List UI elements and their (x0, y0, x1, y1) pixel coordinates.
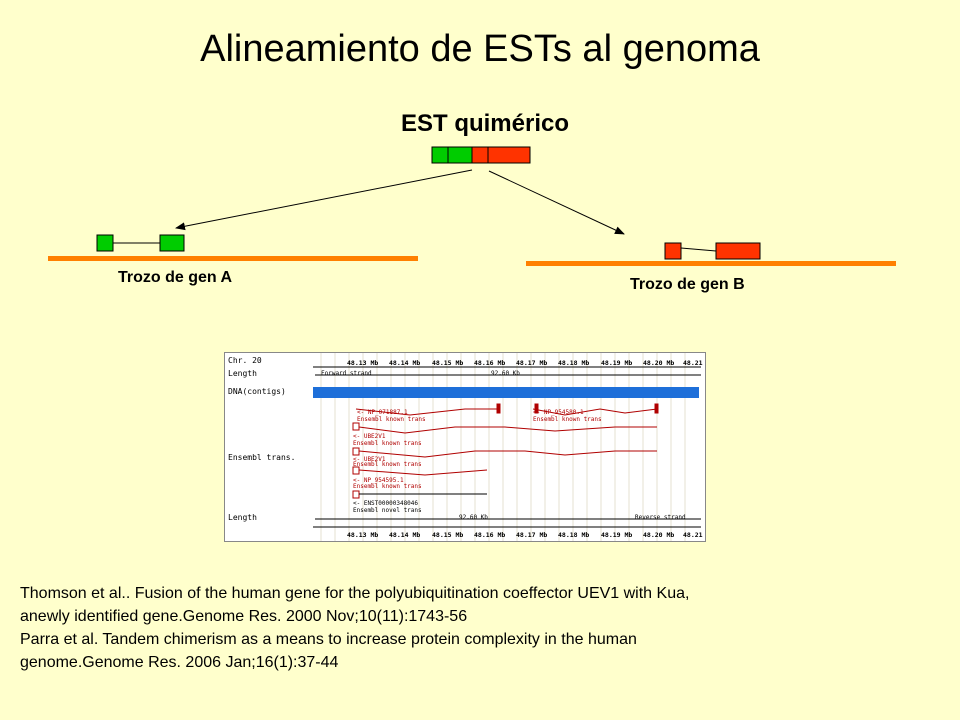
transcripts (352, 403, 659, 499)
transcript-type: Ensembl known trans (533, 416, 602, 423)
reference-line: Thomson et al.. Fusion of the human gene… (20, 585, 690, 602)
gene-b (526, 242, 896, 266)
coord-tick-bottom: 48.14 Mb (389, 531, 421, 539)
coord-tick: 48.14 Mb (389, 359, 421, 367)
est-exon-green-1 (431, 146, 449, 164)
transcript-type: Ensembl known trans (353, 461, 422, 468)
length-label: Length (228, 369, 257, 378)
reference-line: Parra et al. Tandem chimerism as a means… (20, 631, 637, 648)
coord-tick: 48.15 Mb (432, 359, 464, 367)
coord-tick-bottom: 48.19 Mb (601, 531, 633, 539)
gene-b-exon-1 (664, 242, 682, 260)
references: Thomson et al.. Fusion of the human gene… (20, 582, 940, 674)
transcript-type: Ensembl known trans (353, 483, 422, 490)
est-label: EST quimérico (400, 110, 570, 137)
est-exon-red-1 (471, 146, 489, 164)
coord-tick-bottom: 48.21 (683, 531, 703, 539)
transcript-name: <- UBE2V1 (353, 433, 386, 440)
browser-graphics (313, 353, 701, 541)
ensembl-trans-label: Ensembl trans. (228, 453, 296, 462)
reference-line: anewly identified gene.Genome Res. 2000 … (20, 608, 468, 625)
alignment-diagram (48, 146, 896, 266)
chr-label: Chr. 20 (228, 356, 262, 365)
transcript-name: <- ENST00000348046 (353, 500, 419, 507)
gene-a (48, 234, 418, 261)
coord-tick-bottom: 48.17 Mb (516, 531, 548, 539)
coord-tick-bottom: 48.15 Mb (432, 531, 464, 539)
coord-tick-bottom: 48.20 Mb (643, 531, 675, 539)
arrow-to-gene-a (175, 169, 473, 231)
transcript-type: Ensembl novel trans (353, 507, 422, 514)
coord-tick: 48.16 Mb (474, 359, 506, 367)
length-kb-top: 92.60 Kb (491, 370, 520, 377)
gene-a-exon-2 (159, 234, 185, 252)
dna-contigs-label: DNA(contigs) (228, 387, 286, 396)
gene-b-intron (680, 247, 717, 252)
coord-tick: 48.21 (683, 359, 703, 367)
gene-a-label: Trozo de gen A (118, 269, 233, 286)
gene-b-exon-2 (715, 242, 761, 260)
transcript-type: Ensembl known trans (353, 440, 422, 447)
genome-browser-panel: Chr. 20 Length DNA(contigs) Ensembl tran… (224, 352, 706, 542)
coord-tick-bottom: 48.13 Mb (347, 531, 379, 539)
transcript-name: <- NP_071887.1 (357, 409, 408, 416)
coord-tick: 48.13 Mb (347, 359, 379, 367)
transcript-name: <- NP_954595.1 (353, 477, 404, 484)
transcript-type: Ensembl known trans (357, 416, 426, 423)
coord-tick: 48.19 Mb (601, 359, 633, 367)
est-exon-green-2 (447, 146, 473, 164)
coord-tick: 48.18 Mb (558, 359, 590, 367)
gene-b-line (526, 261, 896, 266)
dna-contig-bar (313, 387, 699, 398)
transcript-name: <- NP_954580.1 (533, 409, 584, 416)
gene-a-line (48, 256, 418, 261)
coord-tick-bottom: 48.18 Mb (558, 531, 590, 539)
length-bottom-label: Length (228, 513, 257, 522)
chimeric-est (431, 146, 531, 164)
slide-title: Alineamiento de ESTs al genoma (200, 28, 760, 70)
forward-strand-label: Forward strand (321, 370, 372, 377)
browser-gridlines (320, 353, 686, 541)
transcript-name: <- UBE2V1 (353, 456, 386, 463)
gene-b-label: Trozo de gen B (630, 276, 745, 293)
reverse-strand-label: Reverse strand (635, 514, 686, 521)
coord-tick: 48.20 Mb (643, 359, 675, 367)
coord-tick: 48.17 Mb (516, 359, 548, 367)
arrow-to-gene-b (488, 170, 625, 235)
length-kb-bottom: 92.60 Kb (459, 514, 488, 521)
reference-line: genome.Genome Res. 2006 Jan;16(1):37-44 (20, 654, 339, 671)
coord-tick-bottom: 48.16 Mb (474, 531, 506, 539)
est-exon-red-2 (487, 146, 531, 164)
gene-a-exon-1 (96, 234, 114, 252)
